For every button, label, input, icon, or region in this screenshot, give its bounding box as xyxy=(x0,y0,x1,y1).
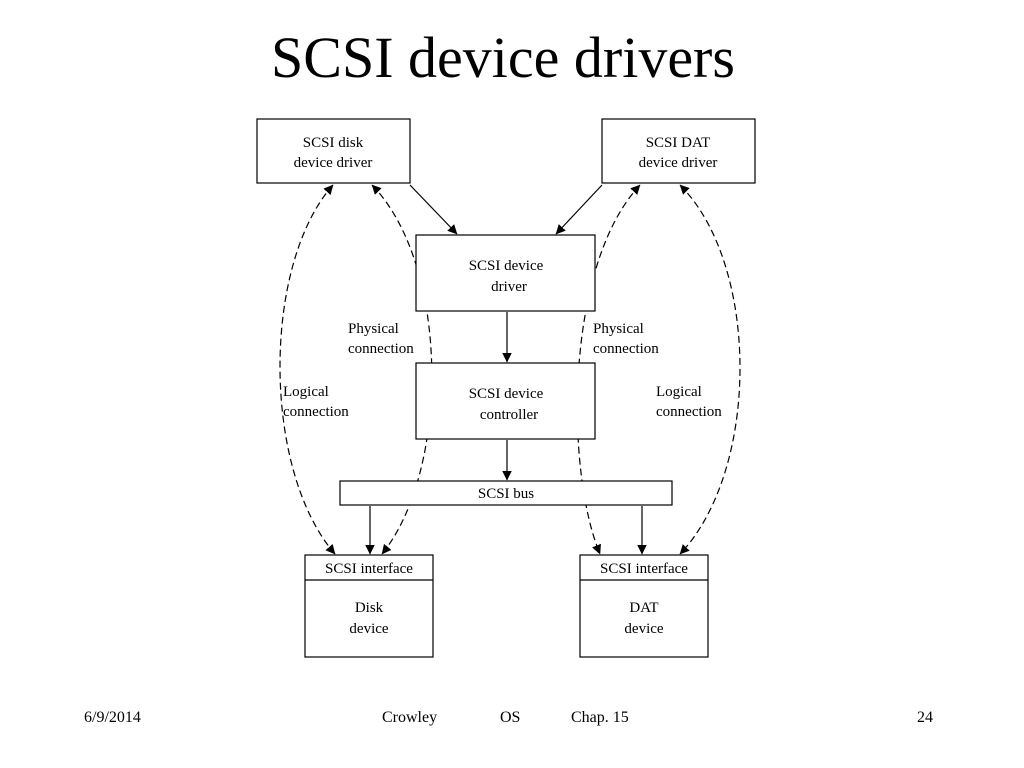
footer-date: 6/9/2014 xyxy=(84,709,141,726)
logical-connection-left-inner xyxy=(371,184,433,555)
disk-interface-label: SCSI interface xyxy=(325,561,413,577)
device-controller-label-line2: controller xyxy=(480,407,538,423)
device-driver-label-line1: SCSI device xyxy=(469,258,544,274)
arrow-disk-driver-to-device-driver xyxy=(409,184,458,235)
disk-driver-label-line2: device driver xyxy=(294,155,373,171)
footer-course: OS xyxy=(500,709,521,726)
dat-device-label-line1: DAT xyxy=(629,600,658,616)
physical-connection-left-line1: Physical xyxy=(348,321,399,337)
logical-connection-left-line2: connection xyxy=(283,404,349,420)
dat-driver-box: SCSI DAT device driver xyxy=(601,118,756,184)
disk-driver-label-line1: SCSI disk xyxy=(303,135,364,151)
device-controller-box: SCSI device controller xyxy=(415,362,596,440)
footer-author: Crowley xyxy=(382,709,438,726)
dat-device-box: SCSI interface DAT device xyxy=(579,554,709,658)
footer-chapter: Chap. 15 xyxy=(571,709,629,726)
logical-connection-right-line2: connection xyxy=(656,404,722,420)
dat-driver-label-line1: SCSI DAT xyxy=(646,135,711,151)
slide-title: SCSI device drivers xyxy=(271,25,735,90)
dat-interface-label: SCSI interface xyxy=(600,561,688,577)
logical-connection-right-inner xyxy=(576,184,641,555)
disk-device-label-line1: Disk xyxy=(355,600,384,616)
device-driver-label-line2: driver xyxy=(491,279,527,295)
logical-connection-left-line1: Logical xyxy=(283,384,329,400)
footer-page-number: 24 xyxy=(917,709,933,726)
disk-device-label-line2: device xyxy=(349,621,388,637)
arrow-dat-driver-to-device-driver xyxy=(555,184,603,235)
physical-connection-right-line2: connection xyxy=(593,341,659,357)
dat-driver-label-line2: device driver xyxy=(639,155,718,171)
scsi-bus-box: SCSI bus xyxy=(339,480,673,506)
disk-driver-box: SCSI disk device driver xyxy=(256,118,411,184)
scsi-bus-label: SCSI bus xyxy=(478,486,534,502)
device-driver-box: SCSI device driver xyxy=(415,234,596,312)
logical-connection-left-outer xyxy=(279,184,336,555)
physical-connection-left-line2: connection xyxy=(348,341,414,357)
physical-connection-right-line1: Physical xyxy=(593,321,644,337)
disk-device-box: SCSI interface Disk device xyxy=(304,554,434,658)
logical-connection-right-outer xyxy=(679,184,741,555)
logical-connection-right-line1: Logical xyxy=(656,384,702,400)
device-controller-label-line1: SCSI device xyxy=(469,386,544,402)
dat-device-label-line2: device xyxy=(624,621,663,637)
